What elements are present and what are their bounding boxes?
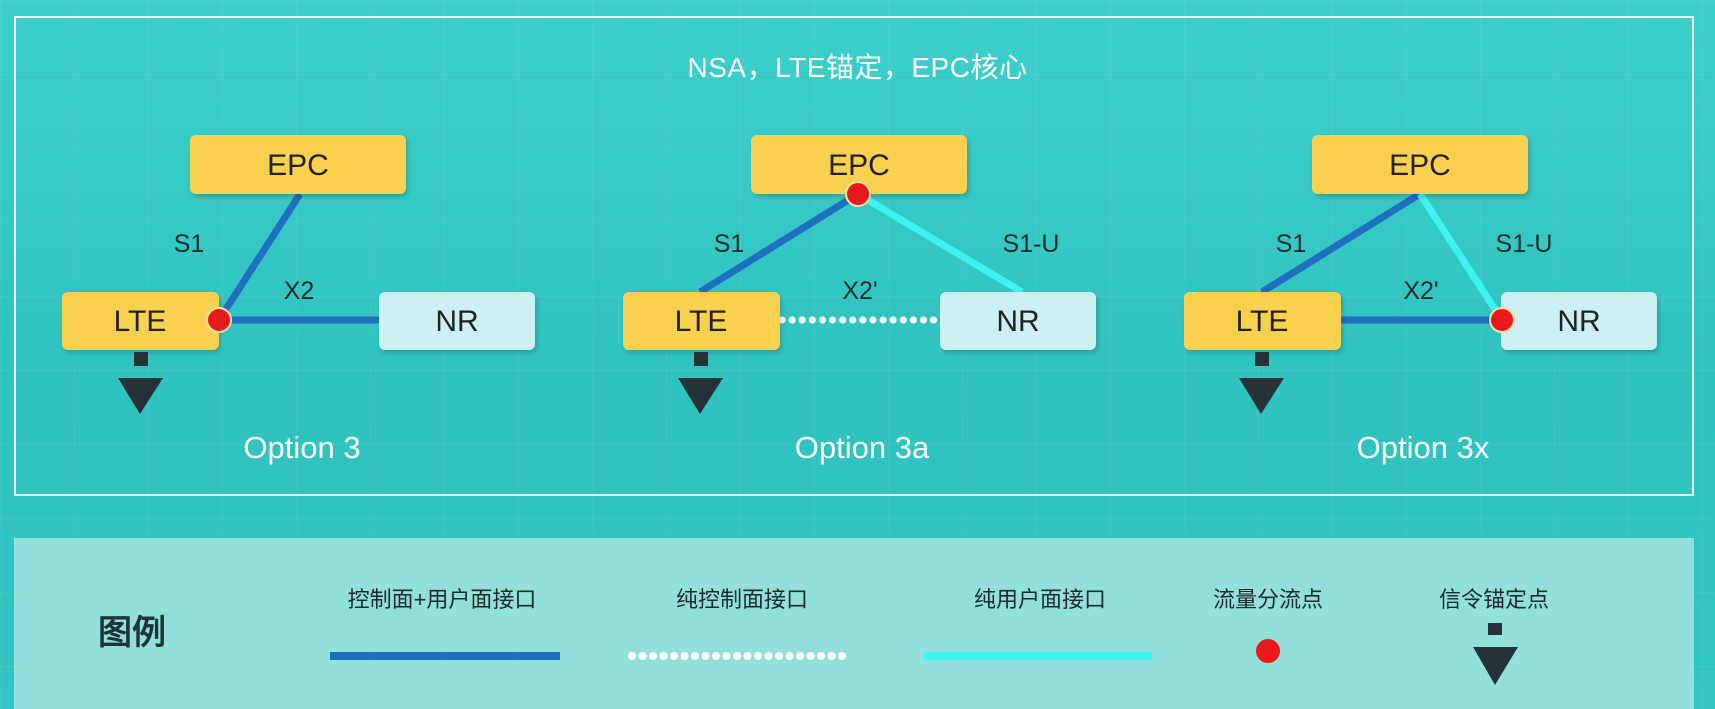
lte-label: LTE	[1236, 305, 1289, 338]
legend-label-user-only: 纯用户面接口	[973, 587, 1107, 612]
s1-u-link	[1417, 192, 1505, 322]
diagram-title: NSA，LTE锚定，EPC核心	[687, 52, 1028, 83]
legend-panel	[14, 538, 1694, 709]
signaling-anchor-icon	[1239, 378, 1284, 414]
traffic-split-dot	[206, 307, 232, 333]
s1-u-label: S1-U	[1003, 230, 1060, 258]
traffic-split-dot	[1489, 307, 1515, 333]
lte-box	[62, 292, 219, 350]
x2-label: X2	[284, 277, 315, 305]
signaling-anchor-stem	[134, 352, 148, 366]
nr-label: NR	[435, 305, 478, 338]
legend-anchor-icon	[1473, 647, 1518, 685]
option-3-group: EPC LTE NR S1 X2 Option 3	[62, 135, 535, 465]
legend-label-signaling-anchor: 信令锚定点	[1438, 587, 1550, 612]
epc-box	[1312, 135, 1528, 194]
nr-label: NR	[996, 305, 1039, 338]
epc-label: EPC	[267, 149, 329, 182]
traffic-split-dot	[845, 181, 871, 207]
lte-label: LTE	[114, 305, 167, 338]
signaling-anchor-icon	[118, 378, 163, 414]
x2-label: X2'	[842, 277, 877, 305]
s1-link	[698, 191, 860, 295]
epc-box	[751, 135, 967, 194]
signaling-anchor-icon	[678, 378, 723, 414]
nr-box	[1501, 292, 1657, 350]
s1-u-label: S1-U	[1496, 230, 1553, 258]
nr-box	[940, 292, 1096, 350]
nr-label: NR	[1557, 305, 1600, 338]
option-label: Option 3a	[795, 430, 930, 465]
legend-label-control-user: 控制面+用户面接口	[347, 587, 537, 612]
lte-box	[623, 292, 780, 350]
s1-u-link	[856, 190, 1024, 296]
epc-label: EPC	[828, 149, 890, 182]
signaling-anchor-stem	[694, 352, 708, 366]
lte-box	[1184, 292, 1341, 350]
option-3x-group: EPC LTE NR S1 S1-U X2' Option 3x	[1184, 135, 1657, 465]
lte-label: LTE	[675, 305, 728, 338]
s1-label: S1	[1276, 230, 1307, 258]
epc-box	[190, 135, 406, 194]
option-label: Option 3x	[1357, 430, 1490, 465]
option-3a-group: EPC LTE NR S1 S1-U X2' Option 3a	[623, 135, 1096, 465]
signaling-anchor-stem	[1255, 352, 1269, 366]
nr-box	[379, 292, 535, 350]
legend-label-control-only: 纯控制面接口	[675, 587, 809, 612]
legend-anchor-stem	[1488, 623, 1502, 635]
legend-traffic-split-dot	[1256, 639, 1280, 663]
legend-title: 图例	[98, 614, 166, 652]
legend-label-traffic-split: 流量分流点	[1212, 587, 1324, 612]
option-label: Option 3	[243, 430, 360, 465]
s1-label: S1	[174, 230, 205, 258]
diagram-frame	[14, 16, 1694, 496]
x2-label: X2'	[1403, 277, 1438, 305]
s1-link	[1260, 191, 1422, 295]
epc-label: EPC	[1389, 149, 1451, 182]
s1-link	[216, 192, 303, 322]
s1-label: S1	[714, 230, 745, 258]
